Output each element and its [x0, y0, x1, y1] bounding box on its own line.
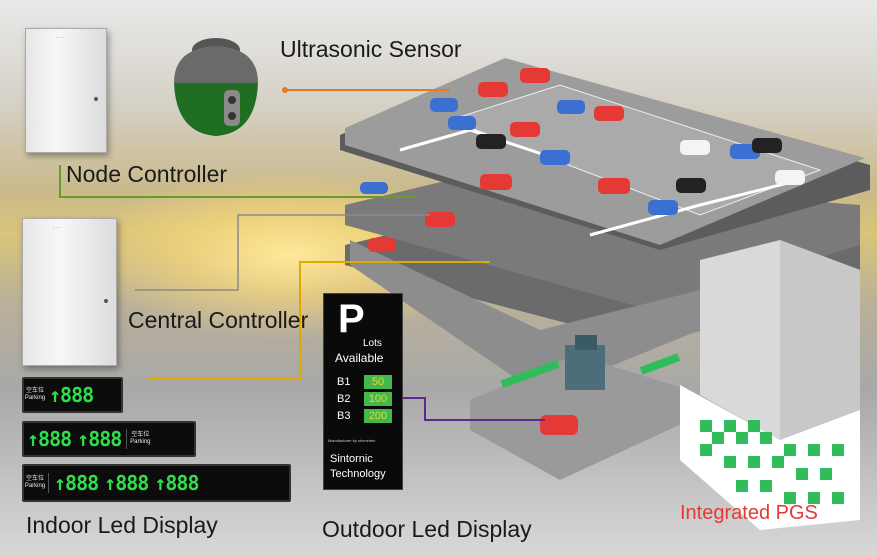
level-count: 200: [364, 409, 392, 423]
level-label: B3: [337, 410, 351, 422]
central-controller-box: · · ·: [22, 218, 117, 366]
outdoor-led-display-label: Outdoor Led Display: [322, 516, 532, 542]
led-divider: [126, 429, 128, 449]
node-controller-label: Node Controller: [66, 161, 228, 187]
led-parking-tag: 空车位 Parking: [130, 432, 151, 445]
outdoor-led-display: P Lots Available B1 50 B2 100 B3 200 Man…: [323, 293, 403, 490]
led-parking-tag: 空车位 Parking: [24, 388, 46, 401]
level-row-b3: B3 200: [337, 409, 392, 423]
led-digit-group: ↑888: [104, 471, 149, 495]
level-row-b2: B2 100: [337, 392, 392, 406]
ultrasonic-sensor-label: Ultrasonic Sensor: [280, 36, 462, 62]
indoor-led-display-3: 空车位 Parking ↑888 ↑888 ↑888: [22, 464, 291, 502]
indoor-led-display-label: Indoor Led Display: [26, 512, 218, 538]
led-digit-group: ↑888: [54, 471, 99, 495]
node-controller-box: · · ·: [25, 28, 107, 153]
parked-cars: [368, 68, 630, 435]
led-digit-group: ↑888: [49, 383, 94, 407]
indoor-led-display-1: 空车位 Parking ↑888: [22, 377, 123, 413]
available-label: Available: [335, 351, 384, 365]
lots-label: Lots: [363, 338, 382, 349]
led-parking-tag: 空车位 Parking: [24, 476, 46, 489]
central-controller-label: Central Controller: [128, 307, 309, 333]
level-label: B2: [337, 393, 351, 405]
parking-symbol: P: [338, 297, 365, 341]
box-lock-icon: [104, 299, 108, 304]
led-digit-group: ↑888: [27, 427, 72, 451]
level-count: 100: [364, 392, 392, 406]
box-label-marking: · · ·: [53, 225, 61, 231]
company-name: Sintornic Technology: [330, 453, 386, 480]
level-row-b1: B1 50: [337, 375, 392, 389]
level-label: B1: [337, 376, 351, 388]
indoor-led-display-2: ↑888 ↑888 空车位 Parking: [22, 421, 196, 457]
led-digit-group: ↑888: [77, 427, 122, 451]
led-divider: [48, 473, 49, 493]
box-label-marking: · · ·: [56, 35, 64, 41]
manufacturer-text: Manufacturer by shenzhen: [328, 438, 376, 443]
box-lock-icon: [94, 96, 98, 101]
led-digit-group: ↑888: [154, 471, 199, 495]
integrated-pgs-label: Integrated PGS: [680, 502, 818, 524]
ultrasonic-sensor-device: [174, 38, 258, 136]
level-count: 50: [364, 375, 392, 389]
